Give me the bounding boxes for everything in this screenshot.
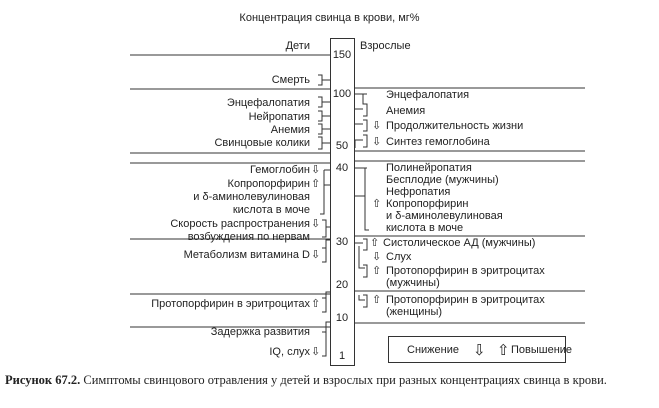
arrow-up-icon: ⇧ — [497, 341, 510, 359]
symptom-label: Задержка развития — [210, 326, 310, 338]
left-brackets — [318, 74, 330, 357]
figure-caption: Рисунок 67.2. Симптомы свинцового отравл… — [5, 373, 607, 388]
caption-label: Рисунок 67.2. — [5, 373, 81, 387]
symptom-label: Метаболизм витамина D — [183, 249, 310, 261]
symptom-label: Энцефалопатия — [386, 89, 470, 101]
symptom-label: Копропорфирин — [227, 178, 310, 190]
symptom-label: и δ-аминолевулиновая — [386, 210, 503, 222]
scale-tick: 100 — [332, 88, 352, 100]
symptom-label: Продолжительность жизни — [386, 120, 524, 132]
scale-tick: 50 — [335, 140, 349, 152]
symptom-label: IQ, слух — [269, 346, 310, 358]
scale-tick: 1 — [338, 350, 346, 362]
arrow-down-icon: ⇩ — [311, 163, 321, 176]
scale-tick: 20 — [335, 279, 349, 291]
scale-tick: 10 — [335, 312, 349, 324]
symptom-label: Слух — [386, 251, 412, 263]
symptom-label: возбуждения по нервам — [187, 231, 310, 243]
symptom-label: Синтез гемоглобина — [386, 136, 490, 148]
arrow-up-icon: ⇧ — [370, 236, 380, 249]
symptom-label: (женщины) — [386, 306, 443, 318]
caption-text: Симптомы свинцового отравления у детей и… — [83, 373, 607, 387]
right-brackets — [354, 93, 369, 308]
arrow-up-icon: ⇧ — [372, 197, 382, 210]
arrow-up-icon: ⇧ — [372, 264, 382, 277]
arrow-down-icon: ⇩ — [372, 119, 382, 132]
symptom-label: Копропорфирин — [386, 198, 469, 210]
symptom-label: Систолическое АД (мужчины) — [383, 237, 536, 249]
left-divider-lines — [130, 54, 330, 328]
legend-increase-label: Повышение — [511, 344, 573, 356]
symptom-label: Нейропатия — [248, 111, 310, 123]
arrow-up-icon: ⇧ — [311, 177, 321, 190]
symptom-label: Протопорфирин в эритроцитах — [151, 298, 310, 310]
symptom-label: кислота в моче — [232, 204, 310, 216]
legend: Снижение ⇩ ⇧ Повышение — [388, 336, 572, 363]
symptom-label: и δ-аминолевулиновая — [193, 191, 310, 203]
symptom-label: Скорость распространения — [170, 218, 310, 230]
arrow-down-icon: ⇩ — [372, 135, 382, 148]
arrow-up-icon: ⇧ — [372, 293, 382, 306]
concentration-scale-column — [330, 38, 355, 366]
symptom-label: Анемия — [386, 105, 426, 117]
scale-tick: 150 — [332, 49, 352, 61]
diagram-title: Концентрация свинца в крови, мг% — [239, 12, 420, 24]
right-divider-lines — [355, 87, 585, 324]
legend-decrease-label: Снижение — [407, 344, 459, 356]
arrow-up-icon: ⇧ — [311, 297, 321, 310]
symptom-label: Энцефалопатия — [226, 97, 310, 109]
adults-header: Взрослые — [360, 40, 411, 52]
symptom-label: Нефропатия — [386, 186, 451, 198]
arrow-down-icon: ⇩ — [311, 248, 321, 261]
symptom-label: Свинцовые колики — [214, 137, 310, 149]
symptom-label: Бесплодие (мужчины) — [386, 174, 499, 186]
scale-tick: 40 — [335, 162, 349, 174]
symptom-label: (мужчины) — [386, 277, 440, 289]
arrow-down-icon: ⇩ — [311, 345, 321, 358]
symptom-label: кислота в моче — [386, 222, 464, 234]
symptom-label: Протопорфирин в эритроцитах — [386, 294, 545, 306]
children-header: Дети — [285, 40, 310, 52]
symptom-label: Смерть — [271, 74, 310, 86]
symptom-label: Анемия — [270, 124, 310, 136]
symptom-label: Гемоглобин — [250, 164, 310, 176]
scale-tick: 30 — [335, 236, 349, 248]
symptom-label: Полинейропатия — [386, 162, 472, 174]
arrow-down-icon: ⇩ — [311, 217, 321, 230]
arrow-down-icon: ⇩ — [372, 250, 382, 263]
symptom-label: Протопорфирин в эритроцитах — [386, 265, 545, 277]
arrow-down-icon: ⇩ — [473, 341, 486, 359]
